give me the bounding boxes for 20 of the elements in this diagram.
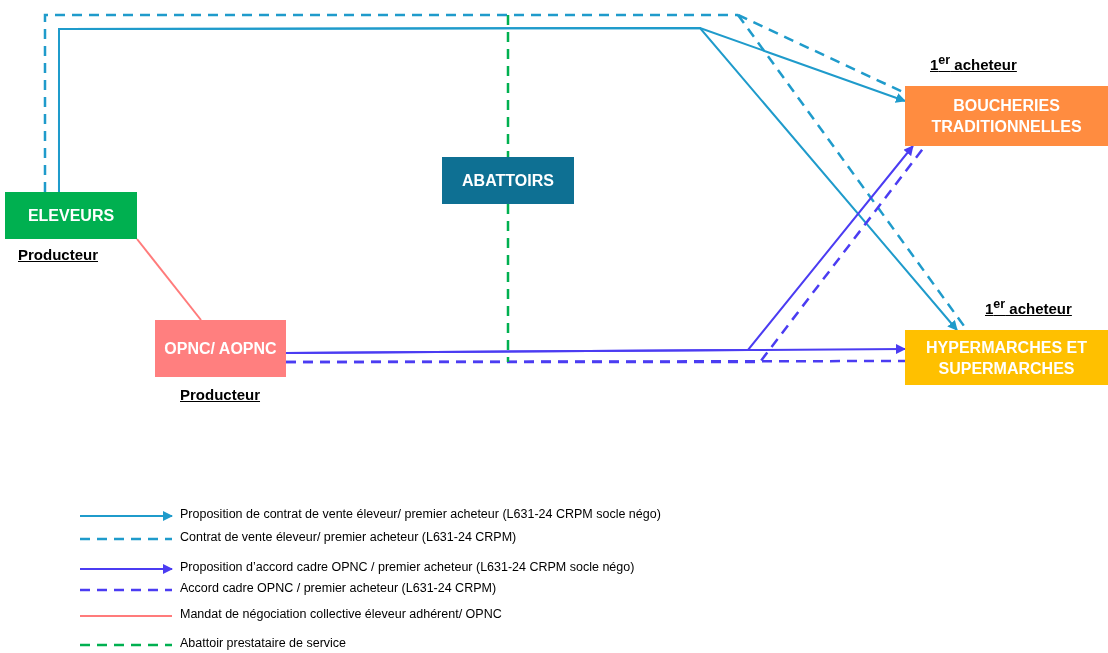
- arrow: [58, 27, 958, 331]
- buyer-box: BOUCHERIES TRADITIONNELLES: [905, 86, 1108, 146]
- legend-text: Accord cadre OPNC / premier acheteur (L631-24 CRPM): [180, 581, 497, 595]
- slaughterhouse-box: ABATTOIRS: [442, 157, 574, 204]
- legend-text: Proposition de contrat de vente éleveur/ premier acheteur (L631-24 CRPM socle négo): [180, 507, 661, 521]
- dashed-connector: [506, 15, 510, 157]
- legend-text: Abattoir prestataire de service: [180, 636, 347, 650]
- role-label: Producteur: [180, 386, 260, 403]
- legend-text: Mandat de négociation collective éleveur adhérent/ OPNC: [180, 607, 502, 621]
- legend-text: Contrat de vente éleveur/ premier acheteur (L631-24 CRPM): [180, 530, 517, 544]
- dashed-connector: [506, 204, 510, 362]
- dashed-connector: [43, 13, 738, 192]
- legend-text: Proposition d’accord cadre OPNC / premier acheteur (L631-24 CRPM socle négo): [180, 560, 635, 574]
- producer-org-box: OPNC/ AOPNC: [155, 320, 286, 377]
- producer-box: ELEVEURS: [5, 192, 137, 239]
- buyer-box: HYPERMARCHES ET SUPERMARCHES: [905, 330, 1108, 385]
- role-label: Producteur: [18, 246, 98, 263]
- dashed-connector: [286, 359, 905, 364]
- role-label: 1$^{er}$ acheteur: [930, 53, 1017, 73]
- role-label: 1$^{er}$ acheteur: [985, 297, 1072, 317]
